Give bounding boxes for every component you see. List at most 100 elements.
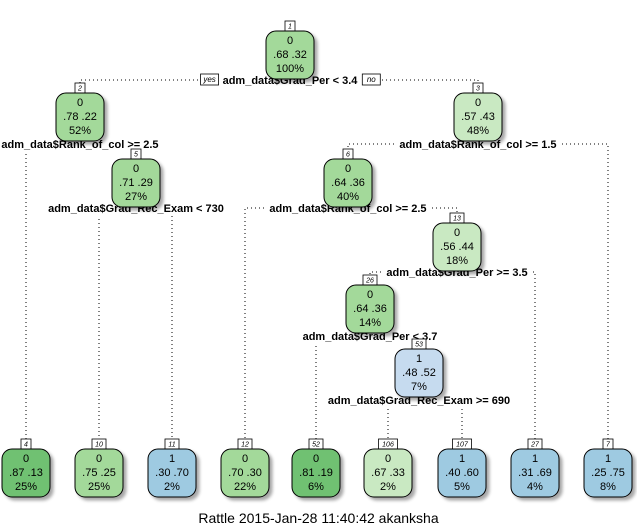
node-class: 0 [313,453,319,465]
node-id: 13 [453,216,461,223]
split-label-3: adm_data$Rank_of_col >= 1.5 [396,138,560,152]
split-label-5: adm_data$Grad_Rec_Exam < 730 [45,202,227,216]
node-box [510,448,560,498]
node-pct: 4% [527,481,543,493]
edge-2-4 [25,143,80,439]
split-label-1: adm_data$Grad_Per < 3.4 [219,74,362,88]
tree-node-4: 4 0 .87 .13 25% [1,438,51,498]
node-probs: .48 .52 [402,367,436,379]
node-box [363,448,413,498]
decision-tree: adm_data$Grad_Per < 3.4 adm_data$Rank_of_… [0,20,633,498]
node-probs: .56 .44 [440,241,474,253]
tree-node-52: 52 0 .81 .19 6% [291,438,341,498]
tree-node-7: 7 1 .25 .75 8% [583,438,633,498]
node-id: 52 [312,442,320,449]
node-id: 27 [530,442,540,449]
node-pct: 52% [69,125,91,137]
edge-6-12 [244,207,348,439]
node-class: 1 [605,453,611,465]
node-id: 2 [77,86,82,93]
node-id: 6 [346,152,350,159]
node-class: 1 [459,453,465,465]
node-probs: .81 .19 [299,467,333,479]
edge-26-52 [315,335,370,439]
node-pct: 25% [15,481,37,493]
split-condition: adm_data$Rank_of_col >= 2.5 [1,139,158,151]
node-class: 0 [23,453,29,465]
node-id: 4 [24,442,28,449]
node-id: 10 [95,442,103,449]
no-branch-label: no [361,73,381,86]
node-pct: 22% [234,481,256,493]
node-pct: 6% [308,481,324,493]
node-probs: .71 .29 [119,177,153,189]
split-condition: adm_data$Grad_Per >= 3.5 [386,267,527,279]
svg-text:no: no [367,75,376,84]
node-class: 1 [532,453,538,465]
node-box [220,448,270,498]
svg-text:yes: yes [202,75,215,84]
split-label-2: adm_data$Rank_of_col >= 2.5 [0,138,162,152]
node-id: 3 [476,86,480,93]
node-box [453,92,503,142]
node-pct: 25% [88,481,110,493]
split-label-6: adm_data$Rank_of_col >= 2.5 [266,202,430,216]
node-probs: .25 .75 [591,467,625,479]
node-box [437,448,487,498]
node-class: 0 [96,453,102,465]
edge-53-106 [387,399,419,439]
node-id: 1 [288,24,292,31]
edge-1-2 [79,79,290,83]
node-pct: 40% [337,191,359,203]
node-box [55,92,105,142]
node-class: 0 [475,97,481,109]
split-condition: adm_data$Grad_Rec_Exam >= 690 [328,395,510,407]
node-pct: 8% [600,481,616,493]
node-id: 26 [365,278,374,285]
node-box [323,158,373,208]
node-probs: .87 .13 [9,467,43,479]
tree-node-10: 10 0 .75 .25 25% [74,438,124,498]
edge-5-10 [98,207,136,439]
node-box [345,284,395,334]
split-label-13: adm_data$Grad_Per >= 3.5 [383,266,531,280]
split-condition: adm_data$Rank_of_col >= 1.5 [399,139,556,151]
edge-13-27 [457,271,536,439]
node-id: 107 [456,442,469,449]
node-box [74,448,124,498]
node-probs: .30 .70 [155,467,189,479]
split-condition: adm_data$Rank_of_col >= 2.5 [269,203,426,215]
node-box [291,448,341,498]
split-condition: adm_data$Grad_Per < 3.7 [303,331,438,343]
node-class: 0 [77,97,83,109]
node-box [394,348,444,398]
node-probs: .64 .36 [353,303,387,315]
tree-node-107: 107 1 .40 .60 5% [437,438,487,498]
yes-branch-label: yes [200,73,219,86]
node-probs: .67 .33 [371,467,405,479]
node-box [583,448,633,498]
node-id: 7 [606,442,611,449]
node-class: 0 [133,163,139,175]
node-box [1,448,51,498]
node-class: 1 [169,453,175,465]
edge-1-3 [290,79,479,83]
node-probs: .75 .25 [82,467,116,479]
split-condition: adm_data$Grad_Per < 3.4 [223,75,359,87]
node-probs: .70 .30 [228,467,262,479]
tree-node-11: 111.30 .702% [147,438,197,498]
node-box [147,448,197,498]
node-pct: 5% [454,481,470,493]
node-class: 0 [367,289,373,301]
node-class: 0 [454,227,460,239]
node-id: 5 [134,152,138,159]
node-probs: .64 .36 [331,177,365,189]
node-probs: .40 .60 [445,467,479,479]
node-probs: .57 .43 [461,111,495,123]
split-label-26: adm_data$Grad_Per < 3.7 [299,330,441,344]
